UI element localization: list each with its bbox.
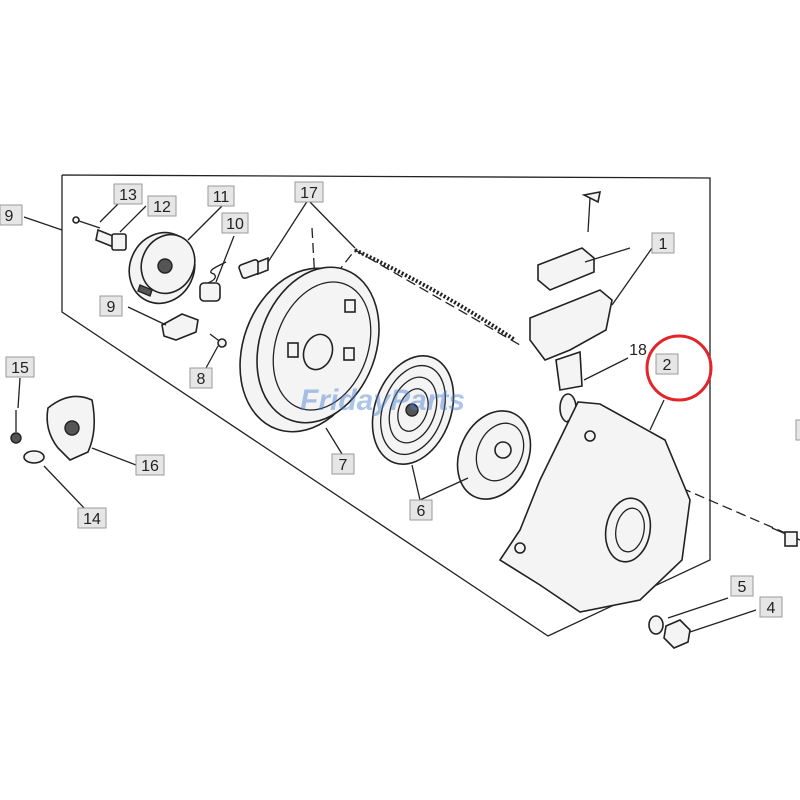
mount-stud: [771, 527, 800, 547]
svg-text:18: 18: [629, 342, 647, 359]
callout-9-left: 9: [0, 204, 23, 226]
svg-text:13: 13: [119, 187, 137, 204]
callout-12: 12: [147, 195, 177, 217]
svg-text:2: 2: [663, 357, 672, 374]
svg-text:9: 9: [107, 299, 116, 316]
svg-text:11: 11: [213, 189, 230, 206]
svg-text:1: 1: [659, 236, 668, 253]
callout-6: 6: [409, 499, 433, 521]
part-15-screw: [10, 410, 22, 444]
rope-guide-dashed-line: [311, 227, 521, 346]
mount-axis-dashed-line: [639, 469, 791, 536]
part-6-spring-cover: [456, 410, 532, 500]
callout-5: 5: [730, 575, 754, 597]
part-7-pulley: [239, 266, 380, 433]
svg-text:14: 14: [83, 511, 101, 528]
callout-13: 13: [113, 183, 143, 205]
callout-16: 16: [135, 454, 165, 476]
callout-1: 1: [651, 232, 675, 254]
callout-15: 15: [5, 356, 35, 378]
callout-10: 10: [221, 212, 249, 234]
part-11-pawl-carrier: [128, 231, 196, 305]
svg-text:15: 15: [11, 360, 29, 377]
callout-14: 14: [77, 507, 107, 529]
svg-text:6: 6: [417, 503, 426, 520]
callout-7: 7: [331, 453, 355, 475]
part-8-screw: [209, 333, 227, 348]
callout-11: 11: [207, 185, 235, 207]
part-9-pawl: [161, 313, 199, 341]
svg-text:8: 8: [197, 371, 206, 388]
part-12-bolt: [95, 228, 127, 251]
part-6-spring-cassette: [371, 354, 455, 466]
callout-4: 4: [759, 596, 783, 618]
callout-8: 8: [189, 367, 213, 389]
part-4-nut: [663, 619, 691, 649]
svg-text:9: 9: [5, 208, 14, 225]
part-1-handle-assembly: [529, 190, 613, 391]
callout-cut-off: [795, 419, 800, 441]
part-13-pin: [72, 216, 101, 229]
svg-text:16: 16: [141, 458, 159, 475]
part-14-spacer: [23, 450, 45, 464]
svg-text:12: 12: [153, 199, 171, 216]
part-10-spring: [199, 261, 227, 302]
watermark-logo: FridayParts: [300, 384, 465, 417]
part-2-starter-housing: [498, 401, 691, 613]
svg-text:5: 5: [738, 579, 747, 596]
svg-text:7: 7: [339, 457, 348, 474]
svg-text:4: 4: [767, 600, 776, 617]
callout-18: 18: [629, 342, 647, 359]
part-16-starter-cup: [46, 395, 96, 461]
part-5-washer: [648, 615, 664, 635]
highlight-circle: [645, 334, 713, 402]
svg-text:10: 10: [226, 216, 244, 233]
part-17-bolt: [238, 256, 269, 279]
callout-9: 9: [99, 295, 123, 317]
callout-17: 17: [294, 181, 324, 203]
part-17-rope: [354, 248, 517, 342]
svg-text:17: 17: [300, 185, 318, 202]
callout-2: 2: [655, 353, 679, 375]
leader-lines: [17, 193, 757, 633]
